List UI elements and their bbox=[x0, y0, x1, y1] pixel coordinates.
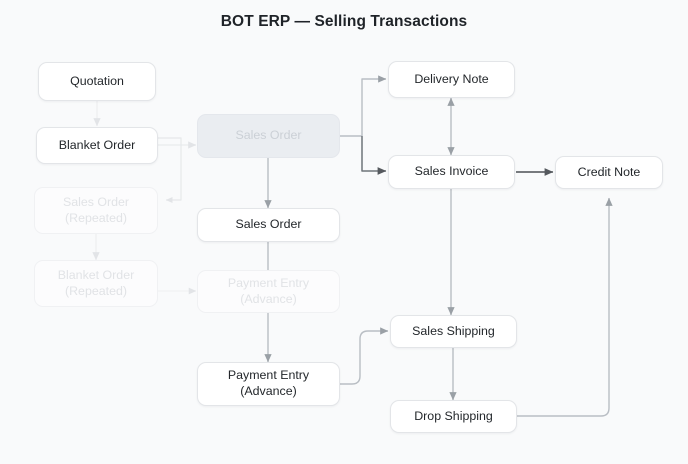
node-payment-entry-sublabel: (Advance) bbox=[240, 384, 297, 398]
node-payment-entry-repeated-sublabel: (Advance) bbox=[240, 291, 297, 306]
node-quotation-label: Quotation bbox=[70, 73, 124, 88]
node-sales-invoice[interactable]: Sales Invoice bbox=[388, 155, 515, 189]
node-sales-order-highlighted[interactable]: Sales Order bbox=[197, 114, 340, 158]
edge-blanket-order-sales-order-repeated bbox=[158, 137, 182, 204]
edge-drop-shipping-credit-note bbox=[517, 197, 613, 417]
edge-sales-order-tinted-sales-invoice bbox=[361, 136, 387, 175]
node-delivery-note-label: Delivery Note bbox=[414, 71, 489, 86]
node-drop-shipping[interactable]: Drop Shipping bbox=[390, 400, 517, 433]
page-title: BOT ERP — Selling Transactions bbox=[220, 13, 468, 30]
node-payment-entry-label: Payment Entry bbox=[227, 368, 310, 383]
node-sales-order[interactable]: Sales Order bbox=[197, 208, 340, 242]
node-blanket-order-repeated[interactable]: Blanket Order (Repeated) bbox=[34, 260, 158, 307]
node-drop-shipping-label: Drop Shipping bbox=[414, 408, 493, 423]
edge-sales-order-tinted-delivery-note bbox=[361, 75, 387, 136]
node-blanket-order-repeated-label: Blanket Order bbox=[57, 267, 135, 282]
node-payment-entry[interactable]: Payment Entry (Advance) bbox=[197, 362, 340, 406]
node-credit-note-label: Credit Note bbox=[577, 164, 641, 179]
edge-payment-entry-sales-shipping bbox=[340, 327, 389, 385]
node-sales-order-label: Sales Order bbox=[235, 217, 302, 232]
node-sales-shipping[interactable]: Sales Shipping bbox=[390, 315, 517, 348]
node-delivery-note[interactable]: Delivery Note bbox=[388, 61, 515, 98]
node-blanket-order[interactable]: Blanket Order bbox=[36, 127, 158, 164]
node-blanket-order-label: Blanket Order bbox=[58, 137, 136, 152]
node-sales-order-repeated-sublabel: (Repeated) bbox=[65, 210, 127, 225]
node-sales-order-highlighted-label: Sales Order bbox=[235, 128, 302, 143]
node-sales-order-repeated[interactable]: Sales Order (Repeated) bbox=[34, 187, 158, 234]
node-credit-note[interactable]: Credit Note bbox=[555, 156, 663, 189]
node-sales-shipping-label: Sales Shipping bbox=[412, 323, 495, 338]
node-sales-invoice-label: Sales Invoice bbox=[414, 164, 489, 179]
node-sales-order-repeated-label: Sales Order bbox=[62, 194, 130, 209]
node-blanket-order-repeated-sublabel: (Repeated) bbox=[64, 283, 127, 298]
node-quotation[interactable]: Quotation bbox=[38, 62, 156, 101]
node-payment-entry-repeated-label: Payment Entry bbox=[227, 275, 310, 290]
node-payment-entry-repeated[interactable]: Payment Entry (Advance) bbox=[197, 270, 340, 313]
